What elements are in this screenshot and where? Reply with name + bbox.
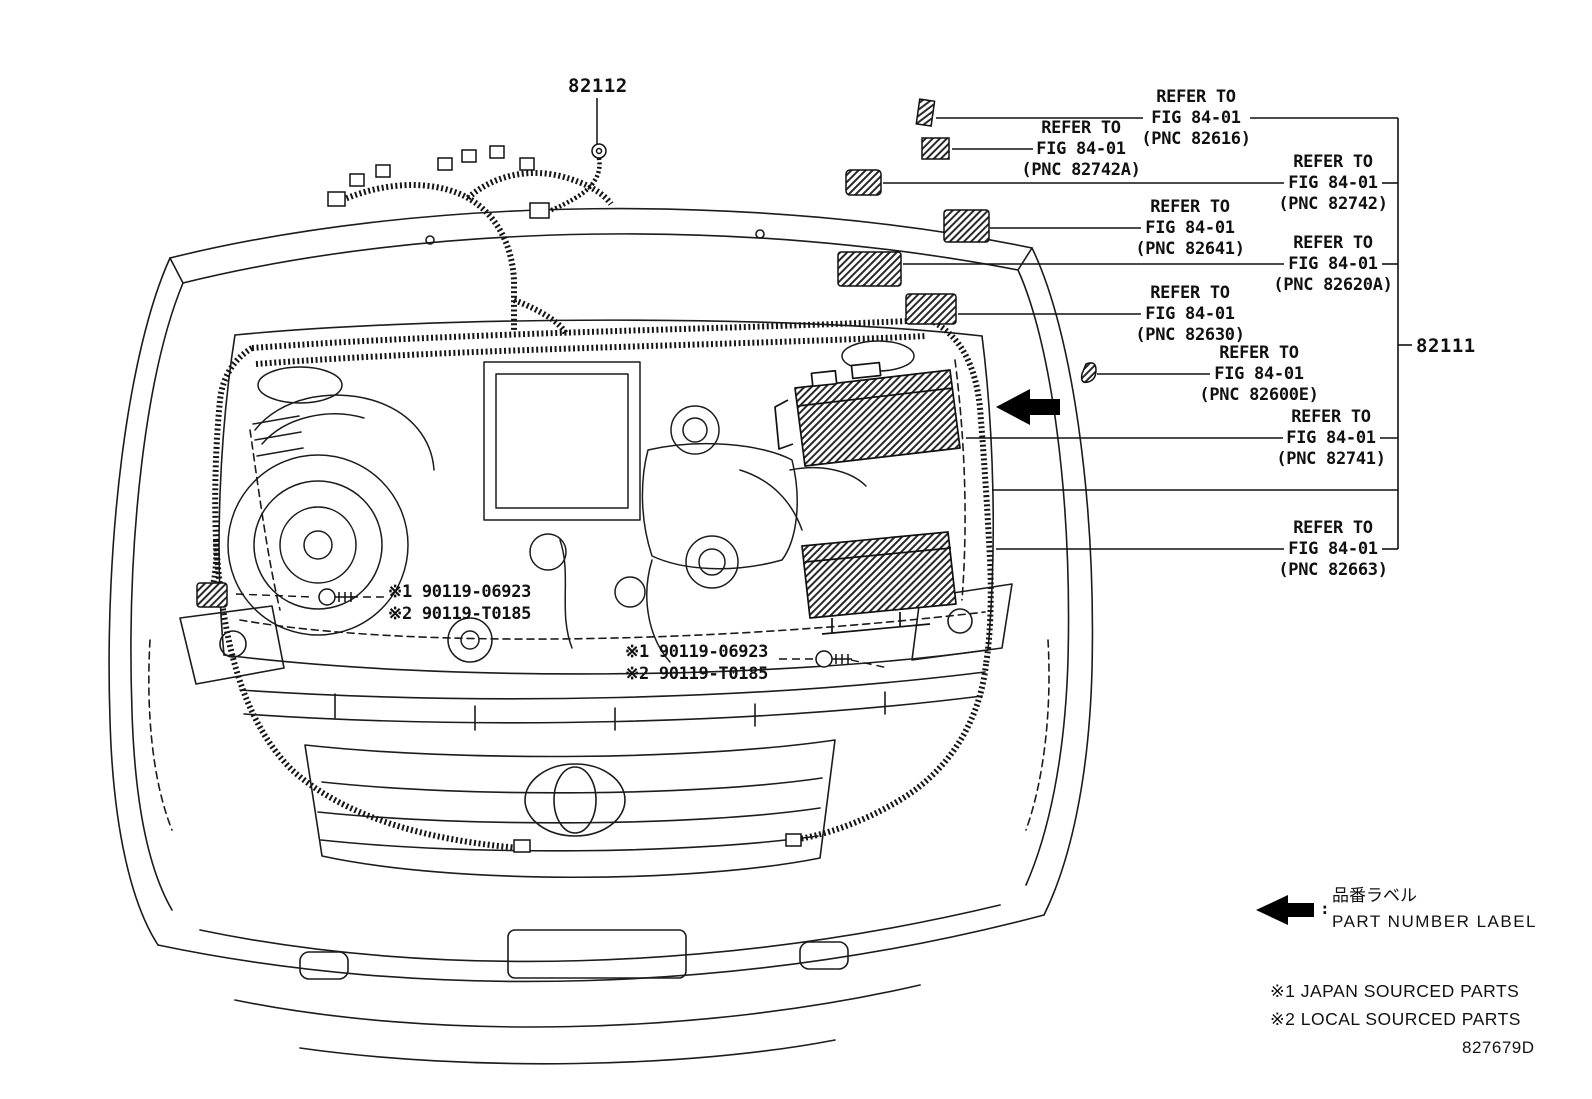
callout-line: (PNC 82742A) [1021, 160, 1141, 180]
fastener-part-number: ※2 90119-T0185 [625, 664, 769, 684]
legend-label-japanese: 品番ラベル [1332, 886, 1417, 905]
callout-line: FIG 84-01 [1036, 139, 1126, 159]
callout-line: (PNC 82620A) [1273, 275, 1393, 295]
callout-line: FIG 84-01 [1214, 364, 1304, 384]
callout-pnc-82742a: REFER TO FIG 84-01 (PNC 82742A) [993, 118, 1169, 181]
part-number-label-arrow-icon [1256, 895, 1314, 925]
callout-pnc-82741: REFER TO FIG 84-01 (PNC 82741) [1243, 407, 1419, 470]
bolt-icons [196, 582, 852, 668]
fastener-part-number: ※1 90119-06923 [625, 642, 769, 662]
callout-line: (PNC 82641) [1135, 239, 1245, 259]
fastener-leader-lines [235, 593, 889, 669]
callout-line: FIG 84-01 [1145, 218, 1235, 238]
callout-pnc-82742: REFER TO FIG 84-01 (PNC 82742) [1245, 152, 1421, 215]
fastener-part-number: ※2 90119-T0185 [388, 604, 532, 624]
callout-line: FIG 84-01 [1151, 108, 1241, 128]
callout-line: REFER TO [1041, 118, 1121, 138]
engine-components [227, 340, 915, 663]
callout-line: FIG 84-01 [1145, 304, 1235, 324]
car-body-outline [108, 207, 1094, 1065]
callout-line: FIG 84-01 [1286, 428, 1376, 448]
callout-line: REFER TO [1291, 407, 1371, 427]
callout-part-icons [837, 98, 1097, 384]
callout-line: FIG 84-01 [1288, 173, 1378, 193]
callout-line: (PNC 82663) [1278, 560, 1388, 580]
callout-line: FIG 84-01 [1288, 539, 1378, 559]
callout-line: REFER TO [1293, 233, 1373, 253]
harness-82112-pigtail [529, 98, 607, 219]
callout-line: (PNC 82742) [1278, 194, 1388, 214]
note-japan-sourced-parts: ※1 JAPAN SOURCED PARTS [1270, 981, 1520, 1001]
callout-line: (PNC 82616) [1141, 129, 1251, 149]
callout-pnc-82620a: REFER TO FIG 84-01 (PNC 82620A) [1245, 233, 1421, 296]
harness-connectors [327, 145, 940, 853]
pointer-arrow-icon [996, 389, 1060, 425]
fastener-part-number: ※1 90119-06923 [388, 582, 532, 602]
drawing-number: 827679D [1462, 1038, 1535, 1057]
callout-pnc-82663: REFER TO FIG 84-01 (PNC 82663) [1245, 518, 1421, 581]
callout-line: REFER TO [1156, 87, 1236, 107]
relay-fuse-boxes [774, 361, 961, 635]
callout-line: (PNC 82630) [1135, 325, 1245, 345]
callout-pnc-82630: REFER TO FIG 84-01 (PNC 82630) [1102, 283, 1278, 346]
callout-line: FIG 84-01 [1288, 254, 1378, 274]
callout-line: REFER TO [1150, 283, 1230, 303]
callout-line: (PNC 82600E) [1199, 385, 1319, 405]
fastener-label: ※1 90119-06923 ※2 90119-T0185 [388, 581, 531, 625]
fastener-label: ※1 90119-06923 ※2 90119-T0185 [625, 641, 768, 685]
callout-pnc-82616: REFER TO FIG 84-01 (PNC 82616) [1108, 87, 1284, 150]
callout-line: REFER TO [1293, 152, 1373, 172]
legend-label-english: PART NUMBER LABEL [1332, 912, 1538, 931]
part-number-82111: 82111 [1416, 335, 1476, 357]
callout-pnc-82641: REFER TO FIG 84-01 (PNC 82641) [1102, 197, 1278, 260]
part-number-82112: 82112 [568, 75, 628, 97]
callout-line: REFER TO [1293, 518, 1373, 538]
callout-line: REFER TO [1150, 197, 1230, 217]
callout-pnc-82600e: REFER TO FIG 84-01 (PNC 82600E) [1171, 343, 1347, 406]
callout-line: REFER TO [1219, 343, 1299, 363]
legend-colon: : [1320, 899, 1330, 918]
note-local-sourced-parts: ※2 LOCAL SOURCED PARTS [1270, 1009, 1521, 1029]
callout-leader-lines [883, 117, 1412, 550]
callout-line: (PNC 82741) [1276, 449, 1386, 469]
wiring-harness [203, 169, 994, 851]
